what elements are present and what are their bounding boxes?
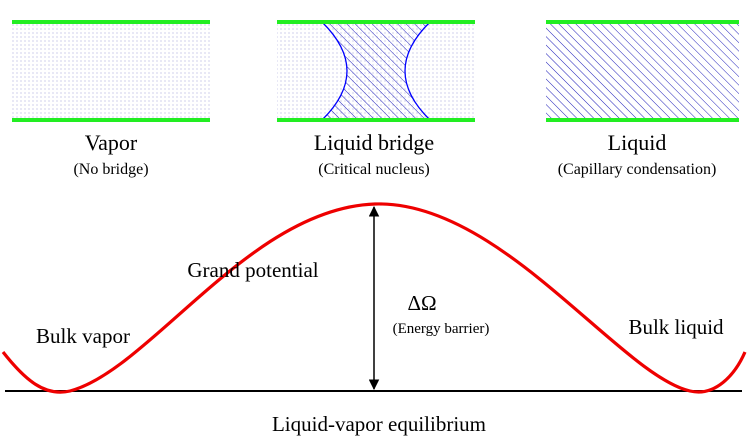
liquid-bridge-panel: Liquid bridge (Critical nucleus)	[277, 20, 475, 178]
equilibrium-label: Liquid-vapor equilibrium	[272, 412, 486, 436]
liquid-panel: Liquid (Capillary condensation)	[546, 20, 739, 178]
left-meniscus	[321, 21, 348, 121]
grand-potential-curve	[1, 202, 747, 394]
liquid-subtitle: (Capillary condensation)	[558, 161, 717, 178]
vapor-panel: Vapor (No bridge)	[12, 20, 210, 178]
bulk-liquid-label: Bulk liquid	[628, 315, 724, 339]
bulk-vapor-label: Bulk vapor	[36, 324, 130, 348]
energy-landscape: Grand potential Bulk vapor Bulk liquid Δ…	[1, 202, 747, 436]
vapor-fill	[12, 22, 210, 120]
grand-potential-label: Grand potential	[187, 258, 318, 282]
liquid-fill	[546, 22, 739, 120]
bridge-title: Liquid bridge	[314, 130, 434, 155]
right-meniscus	[404, 21, 431, 121]
bridge-subtitle: (Critical nucleus)	[318, 161, 430, 178]
energy-barrier-label: (Energy barrier)	[393, 321, 490, 337]
delta-omega-label: ΔΩ	[407, 291, 436, 315]
vapor-subtitle: (No bridge)	[73, 161, 148, 178]
vapor-title: Vapor	[85, 130, 138, 155]
liquid-title: Liquid	[608, 130, 667, 155]
